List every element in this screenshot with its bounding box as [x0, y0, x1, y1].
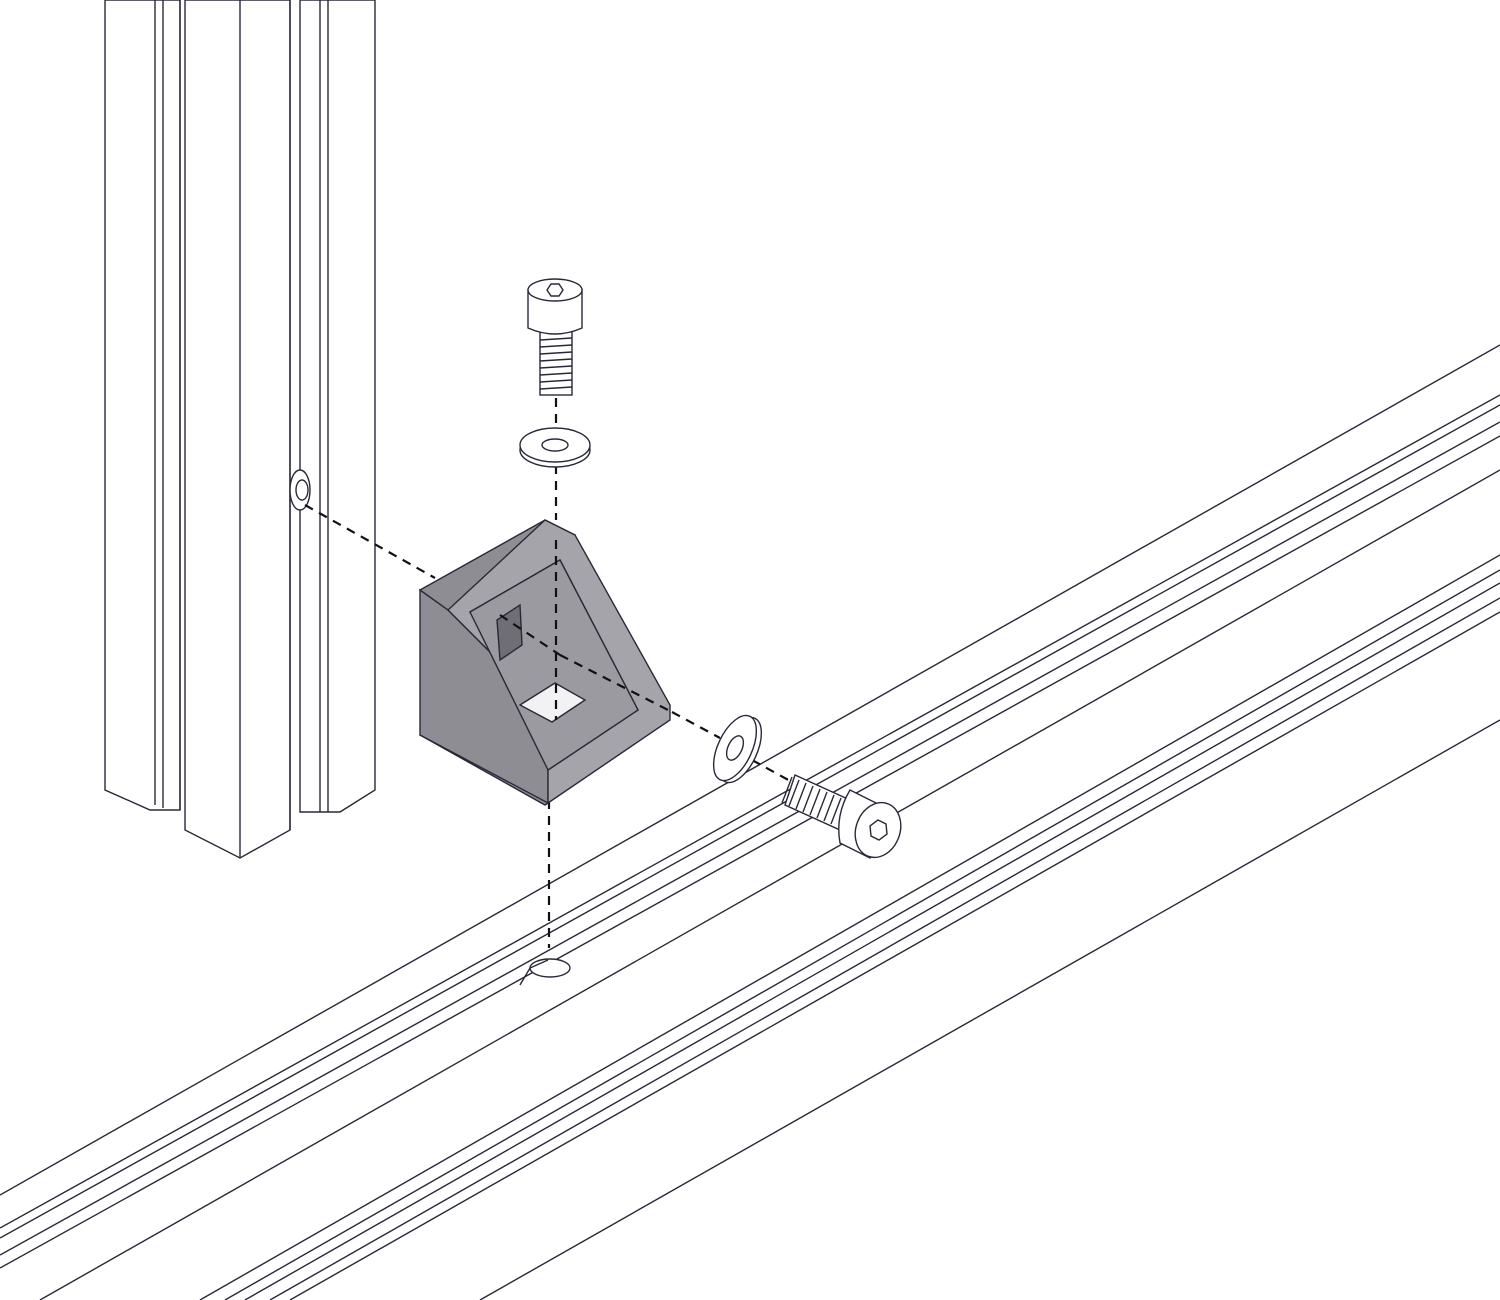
- bracket-slot-horizontal: [518, 682, 587, 723]
- rail-groove-line: [0, 421, 1500, 1256]
- hex-socket-icon: [869, 819, 888, 841]
- t-nut-vertical: [289, 469, 311, 511]
- rail-face-line: [39, 469, 1500, 1300]
- hex-socket-icon: [546, 283, 564, 297]
- t-nut-horizontal: [519, 958, 571, 986]
- horizontal-extrusion: [0, 344, 1500, 1300]
- rail-groove-line: [269, 597, 1500, 1300]
- vertical-extrusion: [104, 0, 376, 859]
- side-washer: [712, 714, 763, 784]
- top-washer: [519, 427, 591, 468]
- corner-bracket: [418, 519, 673, 806]
- rail-groove-line: [244, 582, 1500, 1300]
- rail-groove-line: [0, 404, 1500, 1239]
- side-socket-cap-screw: [781, 774, 902, 860]
- rail-groove-line: [224, 569, 1500, 1300]
- top-socket-cap-screw: [527, 278, 583, 396]
- rail-top-edge: [0, 344, 1500, 1196]
- rail-face-line: [199, 554, 1500, 1300]
- rail-groove-line: [0, 435, 1500, 1269]
- rail-groove-line: [289, 611, 1500, 1300]
- rail-groove-line: [0, 394, 1500, 1229]
- bracket-slot-vertical: [496, 603, 523, 662]
- assembly-guide-lines: [304, 398, 793, 948]
- rail-body: [0, 345, 1500, 1300]
- rail-bottom-edge: [479, 719, 1500, 1300]
